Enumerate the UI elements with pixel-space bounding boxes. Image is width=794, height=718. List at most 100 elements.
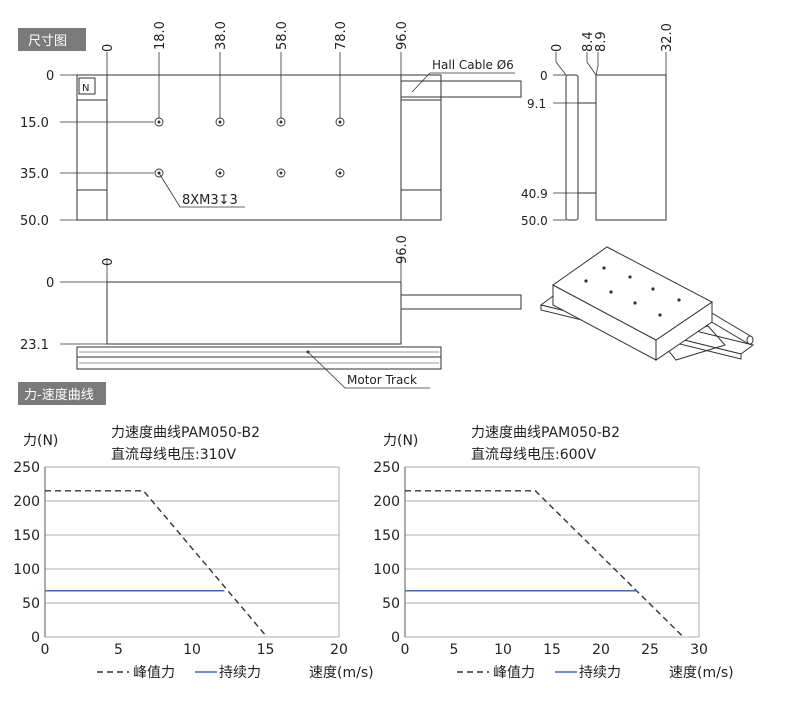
x-tick-label: 15 — [543, 642, 561, 658]
front-view-y-ticks: 0 23.1 — [20, 276, 54, 353]
legend-label-continuous: 持续力 — [579, 664, 621, 681]
section-header-force-speed: 力-速度曲线 — [18, 382, 106, 405]
hole — [154, 117, 164, 127]
top-y-tick-2: 35.0 — [20, 167, 49, 182]
top-y-tick-3: 50.0 — [20, 214, 49, 229]
hole — [276, 117, 286, 127]
iso-hole — [677, 298, 681, 302]
front-x-tick-1: 96.0 — [395, 235, 410, 264]
top-y-tick-1: 15.0 — [20, 116, 49, 131]
side-view-body — [595, 74, 667, 221]
y-tick-label: 200 — [373, 494, 400, 510]
top-x-tick-3: 58.0 — [275, 21, 290, 50]
top-view-extension-lines — [60, 52, 402, 221]
hole-leader — [158, 172, 245, 208]
x-tick-label: 10 — [494, 642, 512, 658]
y-axis-label: 力(N) — [23, 433, 58, 449]
top-view — [76, 74, 522, 221]
motor-track-bottom — [76, 356, 442, 370]
x-tick-label: 5 — [114, 642, 123, 658]
front-view-extension-lines — [60, 258, 430, 389]
front-view — [76, 281, 522, 370]
hall-cable — [400, 80, 522, 98]
iso-hole — [633, 301, 637, 305]
y-tick-label: 50 — [22, 596, 40, 612]
x-tick-label: 5 — [450, 642, 459, 658]
front-y-tick-1: 23.1 — [20, 338, 49, 353]
x-tick-label: 25 — [641, 642, 659, 658]
iso-hole — [628, 275, 632, 279]
x-tick-label: 0 — [41, 642, 50, 658]
y-tick-label: 100 — [13, 562, 40, 578]
y-tick-label: 250 — [13, 460, 40, 476]
hall-cable-label: Hall Cable Ø6 — [432, 58, 514, 72]
chart-subtitle: 直流母线电压:600V — [471, 446, 596, 463]
side-view-x-ticks: 0 8.4 8.9 32.0 — [550, 23, 675, 52]
iso-hole — [651, 287, 655, 291]
hole — [335, 117, 345, 127]
section-header-dimensions: 尺寸图 — [18, 28, 86, 51]
iso-holes — [584, 266, 681, 317]
top-view-x-ticks: 0 18.0 38.0 58.0 78.0 96.0 — [101, 21, 410, 52]
hole-note: 8XM3↧3 — [182, 193, 238, 208]
n-mark: N — [82, 83, 89, 94]
front-view-cable — [400, 294, 522, 310]
hole — [335, 168, 345, 178]
side-x-tick-1: 8.4 — [581, 31, 596, 52]
cable-leader — [411, 72, 515, 93]
side-y-tick-1: 9.1 — [527, 97, 546, 111]
y-tick-label: 200 — [13, 494, 40, 510]
top-x-tick-1: 18.0 — [153, 21, 168, 50]
top-view-body — [76, 74, 442, 221]
top-x-tick-2: 38.0 — [214, 21, 229, 50]
top-x-tick-0: 0 — [101, 44, 116, 52]
top-x-tick-4: 78.0 — [334, 21, 349, 50]
y-tick-label: 150 — [13, 528, 40, 544]
series-line-peak — [405, 490, 684, 638]
x-axis-label: 速度(m/s) — [309, 665, 374, 681]
iso-hole — [609, 290, 613, 294]
x-tick-label: 10 — [183, 642, 201, 658]
legend-label-peak: 峰值力 — [133, 665, 175, 681]
x-tick-label: 30 — [690, 642, 708, 658]
chart-title: 力速度曲线PAM050-B2 — [471, 425, 620, 441]
y-axis-label: 力(N) — [383, 433, 418, 449]
n-mark-box — [78, 77, 96, 95]
x-axis-label: 速度(m/s) — [669, 665, 734, 681]
hole — [215, 168, 225, 178]
iso-hole — [658, 313, 662, 317]
x-tick-label: 20 — [330, 642, 348, 658]
front-view-body — [106, 281, 402, 345]
top-y-tick-0: 0 — [46, 69, 54, 84]
side-x-tick-2: 8.9 — [594, 31, 609, 52]
hole — [276, 168, 286, 178]
side-view-y-ticks: 0 9.1 40.9 50.0 — [521, 69, 548, 228]
hole — [215, 117, 225, 127]
iso-hole — [602, 266, 606, 270]
iso-block-top — [552, 246, 713, 341]
y-tick-label: 50 — [382, 596, 400, 612]
section-title-dimensions: 尺寸图 — [28, 34, 67, 49]
side-y-tick-2: 40.9 — [521, 187, 548, 201]
motor-track-label: Motor Track — [347, 373, 417, 387]
side-y-tick-3: 50.0 — [521, 214, 548, 228]
y-tick-label: 250 — [373, 460, 400, 476]
isometric-view — [539, 246, 755, 361]
hole — [154, 168, 164, 178]
series-line-peak — [45, 490, 268, 638]
front-y-tick-0: 0 — [46, 276, 54, 291]
side-view — [565, 74, 667, 221]
front-x-tick-0: 0 — [101, 258, 116, 266]
top-x-tick-5: 96.0 — [395, 21, 410, 50]
track-leader-dot — [306, 350, 310, 354]
chart-title: 力速度曲线PAM050-B2 — [111, 425, 260, 441]
legend-label-peak: 峰值力 — [493, 665, 535, 681]
y-tick-label: 0 — [391, 630, 400, 646]
side-y-tick-0: 0 — [540, 69, 548, 83]
section-title-force-speed: 力-速度曲线 — [24, 387, 94, 403]
chart-subtitle: 直流母线电压:310V — [111, 446, 236, 463]
side-x-tick-3: 32.0 — [660, 23, 675, 52]
